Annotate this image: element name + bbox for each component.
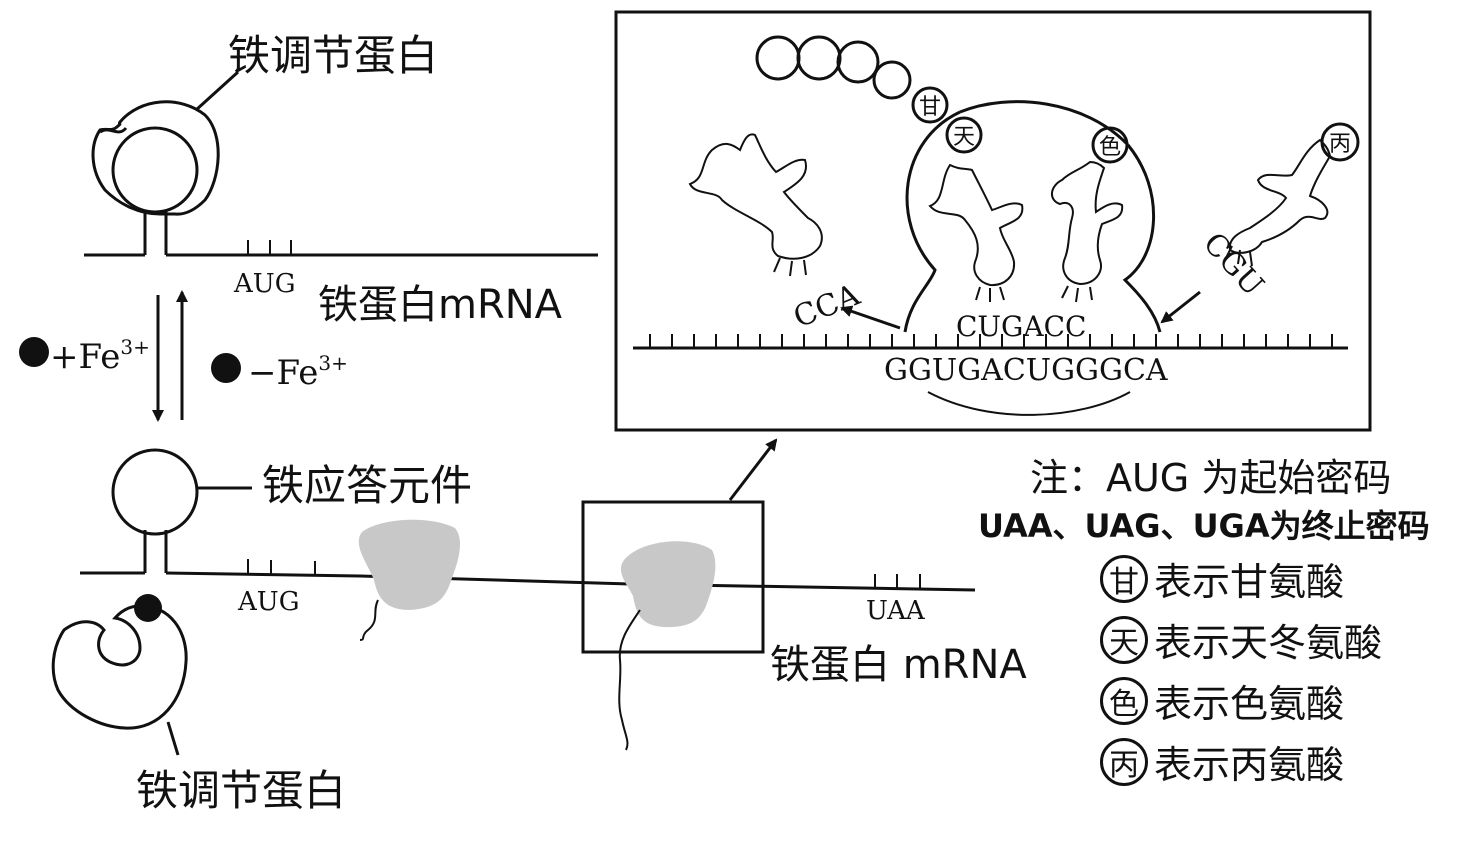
asp-text: 表示天冬氨酸: [1154, 621, 1383, 665]
zoom-arrow: [728, 438, 778, 501]
zoom-panel: 甘 天 色 丙 CCA: [614, 10, 1372, 432]
start-codon-note: 注：AUG 为起始密码: [1030, 456, 1392, 500]
iron-regulatory-protein-label-top: 铁调节蛋白: [228, 31, 438, 80]
svg-text:丙: 丙: [1329, 132, 1351, 157]
iron-dot-add: [19, 337, 49, 367]
equilibrium-arrows: [152, 290, 188, 422]
amino-acid-trp: 色: [1091, 126, 1129, 164]
amino-acid-gly: 甘: [911, 86, 949, 124]
mrna-strand-bottom: [80, 559, 976, 592]
legend-item-asp: 天 表示天冬氨酸: [1100, 609, 1475, 670]
legend-item-ala: 丙 表示丙氨酸: [1100, 731, 1475, 792]
trna-incoming: [1225, 138, 1332, 267]
ribosome-codons-label: CUGACC: [956, 310, 1086, 343]
ribosome-outline: [903, 110, 1162, 333]
svg-text:甘: 甘: [919, 95, 941, 120]
trna-p-site: [928, 163, 1024, 302]
mrna-strand-top: [84, 240, 598, 257]
amino-acid-asp: 天: [945, 116, 983, 154]
iron-regulatory-protein-bottom: [51, 594, 188, 756]
trna-a-site: [1051, 160, 1124, 303]
ribosome-small-subunit-arc: [927, 391, 1131, 416]
ala-symbol: 丙: [1100, 737, 1148, 786]
stop-codon-label: UAA: [866, 596, 926, 626]
gly-symbol: 甘: [1100, 554, 1148, 603]
anticodon-leaving: CCA: [789, 277, 865, 335]
legend: 注：AUG 为起始密码 UAA、UAG、UGA为终止密码 甘 表示甘氨酸 天 表…: [978, 452, 1475, 792]
start-codon-label-bottom: AUG: [237, 587, 299, 617]
gly-text: 表示甘氨酸: [1154, 560, 1345, 604]
polypeptide-chain: [755, 35, 912, 100]
start-codon-label-top: AUG: [233, 269, 295, 299]
stop-codon-note: UAA、UAG、UGA为终止密码: [978, 507, 1430, 545]
remove-iron-label: −Fe3+: [248, 351, 348, 393]
mrna-sequence-label: GGUGACUGGGCA: [884, 353, 1168, 388]
add-iron-label: +Fe3+: [50, 335, 150, 377]
iron-response-element: [111, 448, 199, 573]
iron-dot-remove: [211, 353, 241, 383]
amino-acid-ala: 丙: [1320, 122, 1360, 162]
trna-leaving: [688, 133, 823, 277]
stem-loop-top: [111, 126, 199, 255]
trp-symbol: 色: [1100, 676, 1148, 725]
trna-exit-arrow: [840, 305, 901, 330]
iron-regulatory-protein-label-bottom: 铁调节蛋白: [136, 766, 346, 815]
zoom-source-box: [581, 500, 765, 751]
asp-symbol: 天: [1100, 615, 1148, 664]
ribosome-1: [358, 519, 461, 641]
trp-text: 表示色氨酸: [1154, 682, 1345, 726]
legend-item-gly: 甘 表示甘氨酸: [1100, 548, 1475, 609]
svg-text:天: 天: [953, 125, 975, 150]
ferritin-mrna-label-bottom: 铁蛋白 mRNA: [770, 642, 1027, 688]
zoom-mrna-strand: [633, 334, 1348, 350]
svg-text:色: 色: [1099, 135, 1121, 160]
iron-regulatory-protein-top: [91, 100, 220, 216]
anticodon-incoming: CGU: [1196, 226, 1270, 303]
legend-item-trp: 色 表示色氨酸: [1100, 670, 1475, 731]
ala-text: 表示丙氨酸: [1154, 743, 1345, 787]
ferritin-mrna-label-top: 铁蛋白mRNA: [318, 282, 563, 328]
trna-entry-arrow: [1160, 290, 1201, 324]
callout-line-top: [194, 70, 240, 112]
iron-response-element-label: 铁应答元件: [262, 461, 472, 510]
